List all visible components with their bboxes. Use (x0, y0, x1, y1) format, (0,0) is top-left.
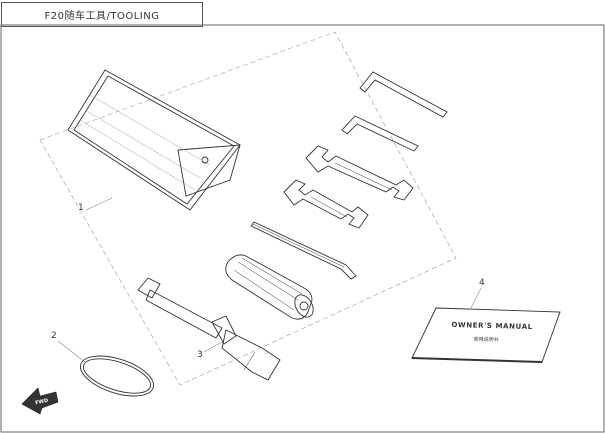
callout-socket-wrench: 3 (197, 350, 203, 360)
screwdriver-handle-part (225, 254, 314, 320)
page-title: F20随车工具/TOOLING (1, 2, 203, 27)
open-end-wrench-2-part (283, 179, 369, 229)
callout-owners-manual: 4 (479, 278, 485, 288)
hex-key-small-part (341, 115, 419, 152)
screwdriver-shaft-part (250, 221, 357, 280)
forward-arrow-icon: FWD (21, 387, 59, 415)
callout-tool-bag: 1 (78, 203, 84, 213)
manual-subtitle: 使用说明书 (473, 336, 498, 344)
diagram-border (0, 24, 605, 433)
socket-wrench-part (137, 277, 281, 381)
leader-lines (57, 197, 482, 363)
tool-bag-part (67, 69, 241, 211)
forward-arrow-label: FWD (35, 398, 49, 407)
tool-kit-group-outline (39, 31, 457, 386)
o-ring-part (80, 355, 154, 397)
owners-manual-part: OWNER'S MANUAL 使用说明书 (411, 307, 561, 363)
manual-title: OWNER'S MANUAL (451, 321, 532, 331)
callout-o-ring: 2 (51, 331, 57, 341)
hex-key-large-part (359, 71, 448, 118)
open-end-wrench-1-part (305, 145, 414, 201)
